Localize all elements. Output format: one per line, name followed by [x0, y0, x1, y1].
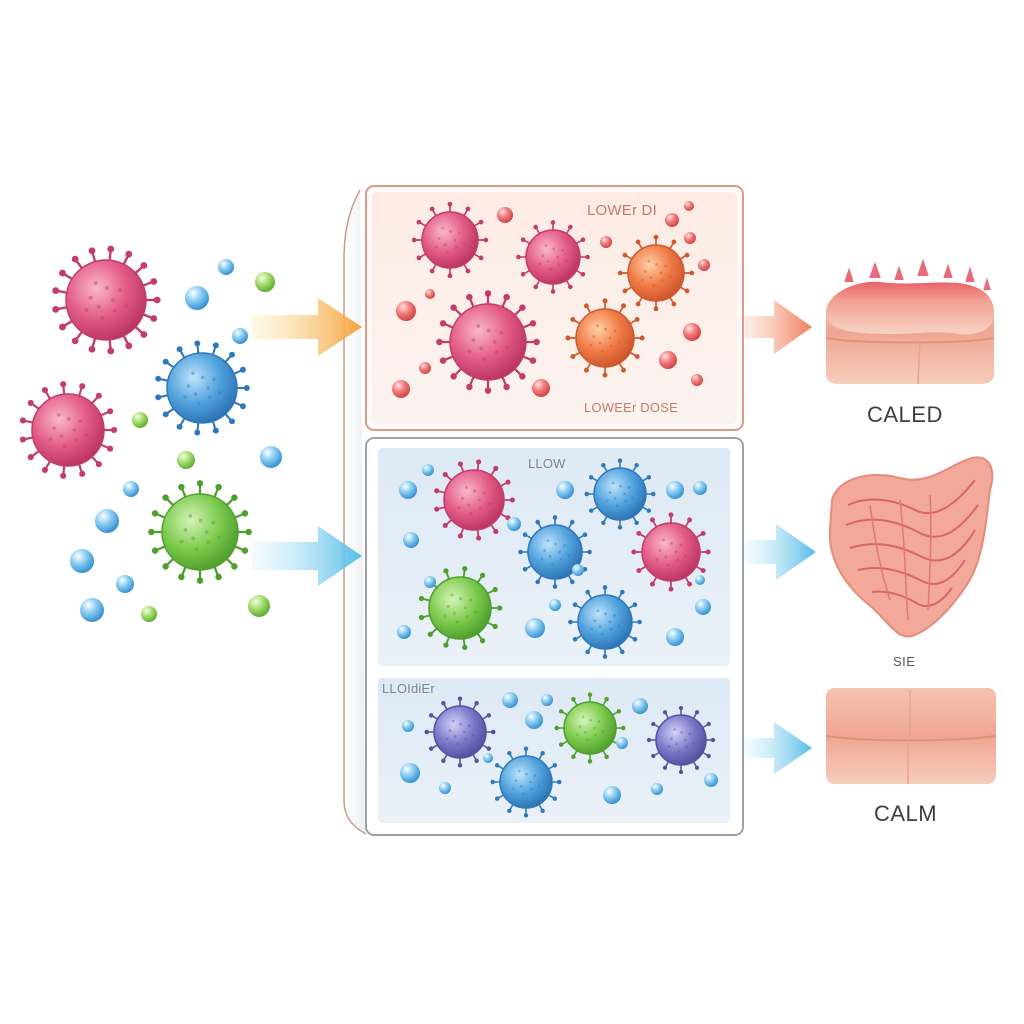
bubble-icon — [422, 464, 434, 476]
bubble-icon — [80, 598, 104, 622]
arrow-input-bottom — [252, 526, 362, 586]
virus-pink-icon — [631, 512, 711, 592]
bubble-icon — [632, 698, 648, 714]
bubble-icon — [666, 481, 684, 499]
bubble-icon — [683, 323, 701, 341]
bubble-icon — [399, 481, 417, 499]
bubble-icon — [403, 532, 419, 548]
panel-bottom-title: LLOIdiEr — [382, 681, 435, 696]
virus-pink-icon — [516, 220, 590, 294]
virus-purple-icon — [646, 705, 716, 775]
panel-top-title: LOWEr DI — [587, 202, 657, 219]
bubble-icon — [525, 711, 543, 729]
bubble-icon — [70, 549, 94, 573]
arrow-output-top — [744, 300, 812, 354]
virus-orange-icon — [565, 298, 645, 378]
bubble-icon — [698, 259, 710, 271]
bubble-icon — [177, 451, 195, 469]
bubble-icon — [666, 628, 684, 646]
arrow-output-middle — [744, 524, 816, 580]
virus-blue-icon — [568, 585, 642, 659]
virus-blue-icon — [490, 746, 562, 818]
bubble-icon — [439, 782, 451, 794]
bubble-icon — [218, 259, 234, 275]
bubble-icon — [695, 599, 711, 615]
bubble-icon — [695, 575, 705, 585]
bubble-icon — [392, 380, 410, 398]
bubble-icon — [396, 301, 416, 321]
bubble-icon — [132, 412, 148, 428]
tissue-inflamed — [825, 258, 995, 385]
bubble-icon — [502, 692, 518, 708]
bubble-icon — [483, 753, 493, 763]
bubble-icon — [572, 564, 584, 576]
virus-orange-icon — [617, 234, 695, 312]
panel-middle-title: LLOW — [528, 456, 566, 471]
bubble-icon — [684, 232, 696, 244]
virus-blue-icon — [155, 340, 250, 436]
bubble-icon — [651, 783, 663, 795]
tissue-top-label: CALED — [867, 402, 943, 427]
bubble-icon — [541, 694, 553, 706]
bubble-icon — [693, 481, 707, 495]
bubble-icon — [425, 289, 435, 299]
bubble-icon — [603, 786, 621, 804]
bubble-icon — [116, 575, 134, 593]
bubble-icon — [123, 481, 139, 497]
bubble-icon — [507, 517, 521, 531]
virus-pink-icon — [19, 381, 118, 479]
arrow-input-top — [252, 298, 362, 356]
tissue-bottom-label: CALM — [874, 801, 938, 826]
virus-blue-icon — [584, 458, 656, 530]
bubble-icon — [525, 618, 545, 638]
bubble-icon — [497, 207, 513, 223]
bubble-icon — [616, 737, 628, 749]
bubble-icon — [704, 773, 718, 787]
bubble-icon — [532, 379, 550, 397]
bubble-icon — [600, 236, 612, 248]
virus-pink-icon — [52, 245, 161, 355]
tissue-middle-label: SIE — [893, 654, 916, 669]
virus-layer — [19, 201, 716, 818]
bubble-icon — [255, 272, 275, 292]
panel-top-dose-label: LOWEEr DOSE — [584, 400, 678, 415]
bubble-icon — [95, 509, 119, 533]
bubble-icon — [141, 606, 157, 622]
bubble-icon — [556, 481, 574, 499]
bubble-icon — [691, 374, 703, 386]
bubble-icon — [402, 720, 414, 732]
arrow-output-bottom — [744, 722, 812, 774]
bubble-icon — [397, 625, 411, 639]
virus-pink-icon — [411, 201, 489, 279]
bubble-icon — [684, 201, 694, 211]
bubble-icon — [424, 576, 436, 588]
bubble-layer — [70, 201, 718, 804]
bubble-icon — [549, 599, 561, 611]
virus-green-icon — [554, 692, 626, 764]
bubble-icon — [419, 362, 431, 374]
funnel-shade — [344, 188, 365, 835]
funnel-edge — [343, 189, 367, 835]
virus-pink-icon — [434, 459, 515, 541]
bubble-icon — [400, 763, 420, 783]
tissue-swollen — [828, 456, 994, 638]
bubble-icon — [232, 328, 248, 344]
tissue-calm — [825, 688, 997, 784]
virus-pink-icon — [436, 290, 540, 394]
bubble-icon — [659, 351, 677, 369]
bubble-icon — [665, 213, 679, 227]
virus-purple-icon — [424, 696, 496, 768]
bubble-icon — [185, 286, 209, 310]
bubble-icon — [260, 446, 282, 468]
virus-green-icon — [148, 480, 252, 584]
bubble-icon — [248, 595, 270, 617]
